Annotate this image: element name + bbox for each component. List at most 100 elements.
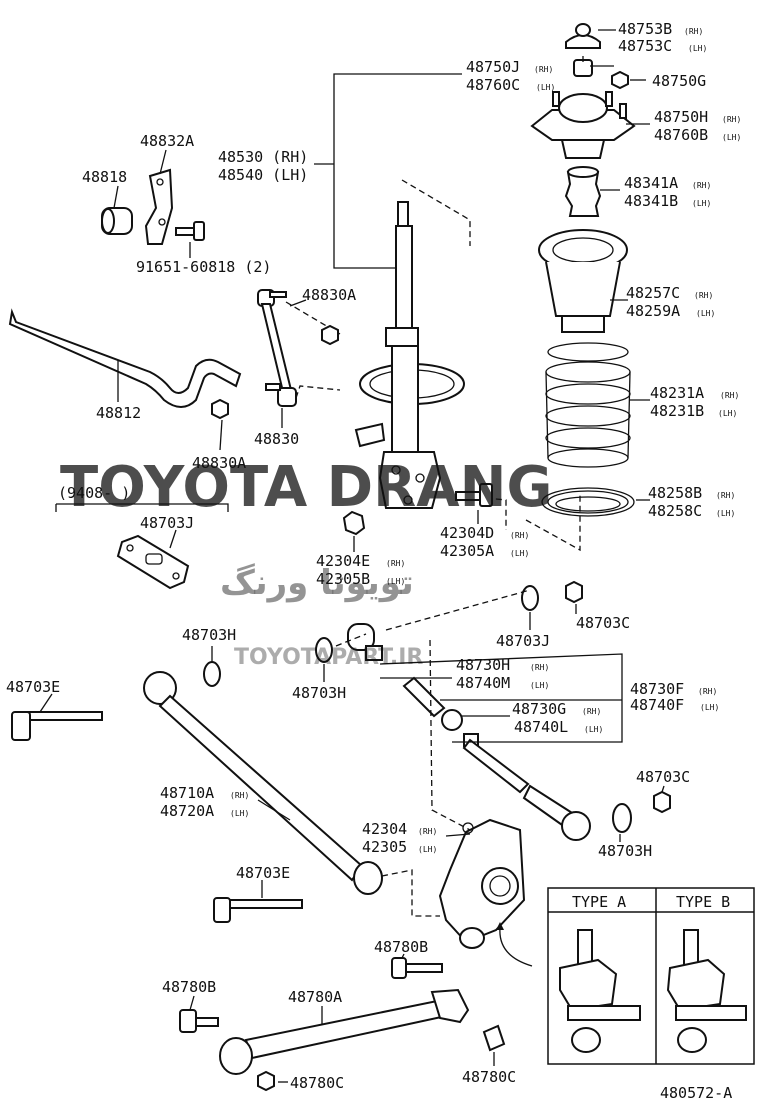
label-42304: 42304: [362, 820, 407, 838]
label-48753c: 48753C: [618, 37, 672, 55]
label-48258c: 48258C: [648, 502, 702, 520]
label-48740l: 48740L: [514, 718, 568, 736]
label-48258b: 48258B: [648, 484, 702, 502]
label-48780c-right: 48780C: [462, 1068, 516, 1086]
label-48730g-side: (RH): [582, 707, 601, 716]
label-48740m-side: (LH): [530, 681, 549, 690]
label-48832a: 48832A: [140, 132, 194, 150]
label-48703e-bot: 48703E: [236, 864, 290, 882]
watermark-main: TOYOTA DRANG: [60, 455, 552, 520]
bolt-48780b-mid: [391, 957, 443, 979]
label-48720a-side: (LH): [230, 809, 249, 818]
label-48231a-side: (RH): [720, 391, 739, 400]
mount-cap: [565, 23, 601, 49]
label-42305: 42305: [362, 838, 407, 856]
label-48740l-side: (LH): [584, 725, 603, 734]
label-48750h-side: (RH): [722, 115, 741, 124]
nut-48780c-left: [257, 1070, 275, 1092]
coil-spring: [545, 342, 631, 468]
spring-bumper-cover: [538, 229, 628, 333]
label-48703c-bot: 48703C: [636, 768, 690, 786]
label-48540: 48540 (LH): [218, 166, 308, 184]
label-48231a: 48231A: [650, 384, 704, 402]
link-nut-lower: [211, 398, 229, 420]
figure-code: 480572-A: [660, 1084, 732, 1102]
label-48730h: 48730H: [456, 656, 510, 674]
label-48258c-side: (LH): [716, 509, 735, 518]
flange-nut-42304e: [342, 510, 366, 536]
upper-support: [530, 91, 636, 159]
bracket-bolt: [175, 221, 205, 241]
labels: 48753B (RH) 48753C (LH) 48750J (RH) 4876…: [6, 20, 741, 1102]
nut-48703c-lower: [653, 790, 671, 814]
label-42305-side: (LH): [418, 845, 437, 854]
label-9408: (9408- ): [58, 484, 130, 502]
bolt-48780b-left: [179, 1009, 219, 1033]
label-48341a-side: (RH): [692, 181, 711, 190]
label-48703j-mid: 48703J: [496, 632, 550, 650]
type-b-header: TYPE B: [676, 893, 730, 911]
label-48780c-left: 48780C: [290, 1074, 344, 1092]
arm-48780a: [219, 988, 470, 1075]
label-48750j: 48750J: [466, 58, 520, 76]
washer-48703h-left: [203, 661, 221, 687]
spring-insulator: [541, 487, 635, 517]
label-48730h-side: (RH): [530, 663, 549, 672]
label-48780a: 48780A: [288, 988, 342, 1006]
bushing-bracket: [144, 168, 174, 245]
label-48710a-side: (RH): [230, 791, 249, 800]
bound-stopper: [564, 166, 602, 217]
washer-48703h-right: [612, 803, 632, 833]
label-42305a-side: (LH): [510, 549, 529, 558]
label-48780b-left: 48780B: [162, 978, 216, 996]
watermark-site: TOYOTAPART.IR: [234, 645, 423, 670]
label-42304-side: (RH): [418, 827, 437, 836]
bushing-48730h: [347, 623, 383, 661]
label-48341b-side: (LH): [692, 199, 711, 208]
label-48730g: 48730G: [512, 700, 566, 718]
watermark-persian: تویوتا ورنگ: [220, 563, 414, 603]
label-42304e-side: (RH): [386, 559, 405, 568]
label-48341a: 48341A: [624, 174, 678, 192]
label-48720a: 48720A: [160, 802, 214, 820]
label-48258b-side: (RH): [716, 491, 735, 500]
stabilizer-bushing: [101, 207, 133, 235]
label-42305a: 42305A: [440, 542, 494, 560]
label-48231b-side: (LH): [718, 409, 737, 418]
sleeve-48730f: [402, 676, 446, 718]
nut-48780c-right: [482, 1024, 506, 1052]
label-42305b-side: (LH): [386, 577, 405, 586]
label-48703e-top: 48703E: [6, 678, 60, 696]
label-48730f-side: (RH): [698, 687, 717, 696]
label-48703h-right: 48703H: [598, 842, 652, 860]
plate-48703j: [116, 534, 190, 590]
label-48257c: 48257C: [626, 284, 680, 302]
nut-48703c-upper: [565, 580, 583, 604]
label-48750g: 48750G: [652, 72, 706, 90]
label-91651: 91651-60818 (2): [136, 258, 271, 276]
mount-nut-upper: [573, 56, 593, 77]
mount-nut-side: [611, 70, 629, 90]
shock-absorber: [354, 201, 465, 509]
label-48753b-side: (RH): [684, 27, 703, 36]
stabilizer-bar: [8, 308, 242, 408]
bushing-48730g: [441, 709, 463, 731]
label-42304d: 42304D: [440, 524, 494, 542]
label-48760c-side: (LH): [536, 83, 555, 92]
label-48740f-side: (LH): [700, 703, 719, 712]
label-48341b: 48341B: [624, 192, 678, 210]
label-48710a: 48710A: [160, 784, 214, 802]
label-48740f: 48740F: [630, 696, 684, 714]
label-48740m: 48740M: [456, 674, 510, 692]
link-nut-upper: [321, 324, 339, 346]
label-48830a-top: 48830A: [302, 286, 356, 304]
bolt-42304d: [455, 483, 493, 507]
arm-48710a: [143, 671, 383, 895]
label-48259a-side: (LH): [696, 309, 715, 318]
label-48753b: 48753B: [618, 20, 672, 38]
label-48750h: 48750H: [654, 108, 708, 126]
type-box: [547, 887, 755, 1065]
label-48830: 48830: [254, 430, 299, 448]
